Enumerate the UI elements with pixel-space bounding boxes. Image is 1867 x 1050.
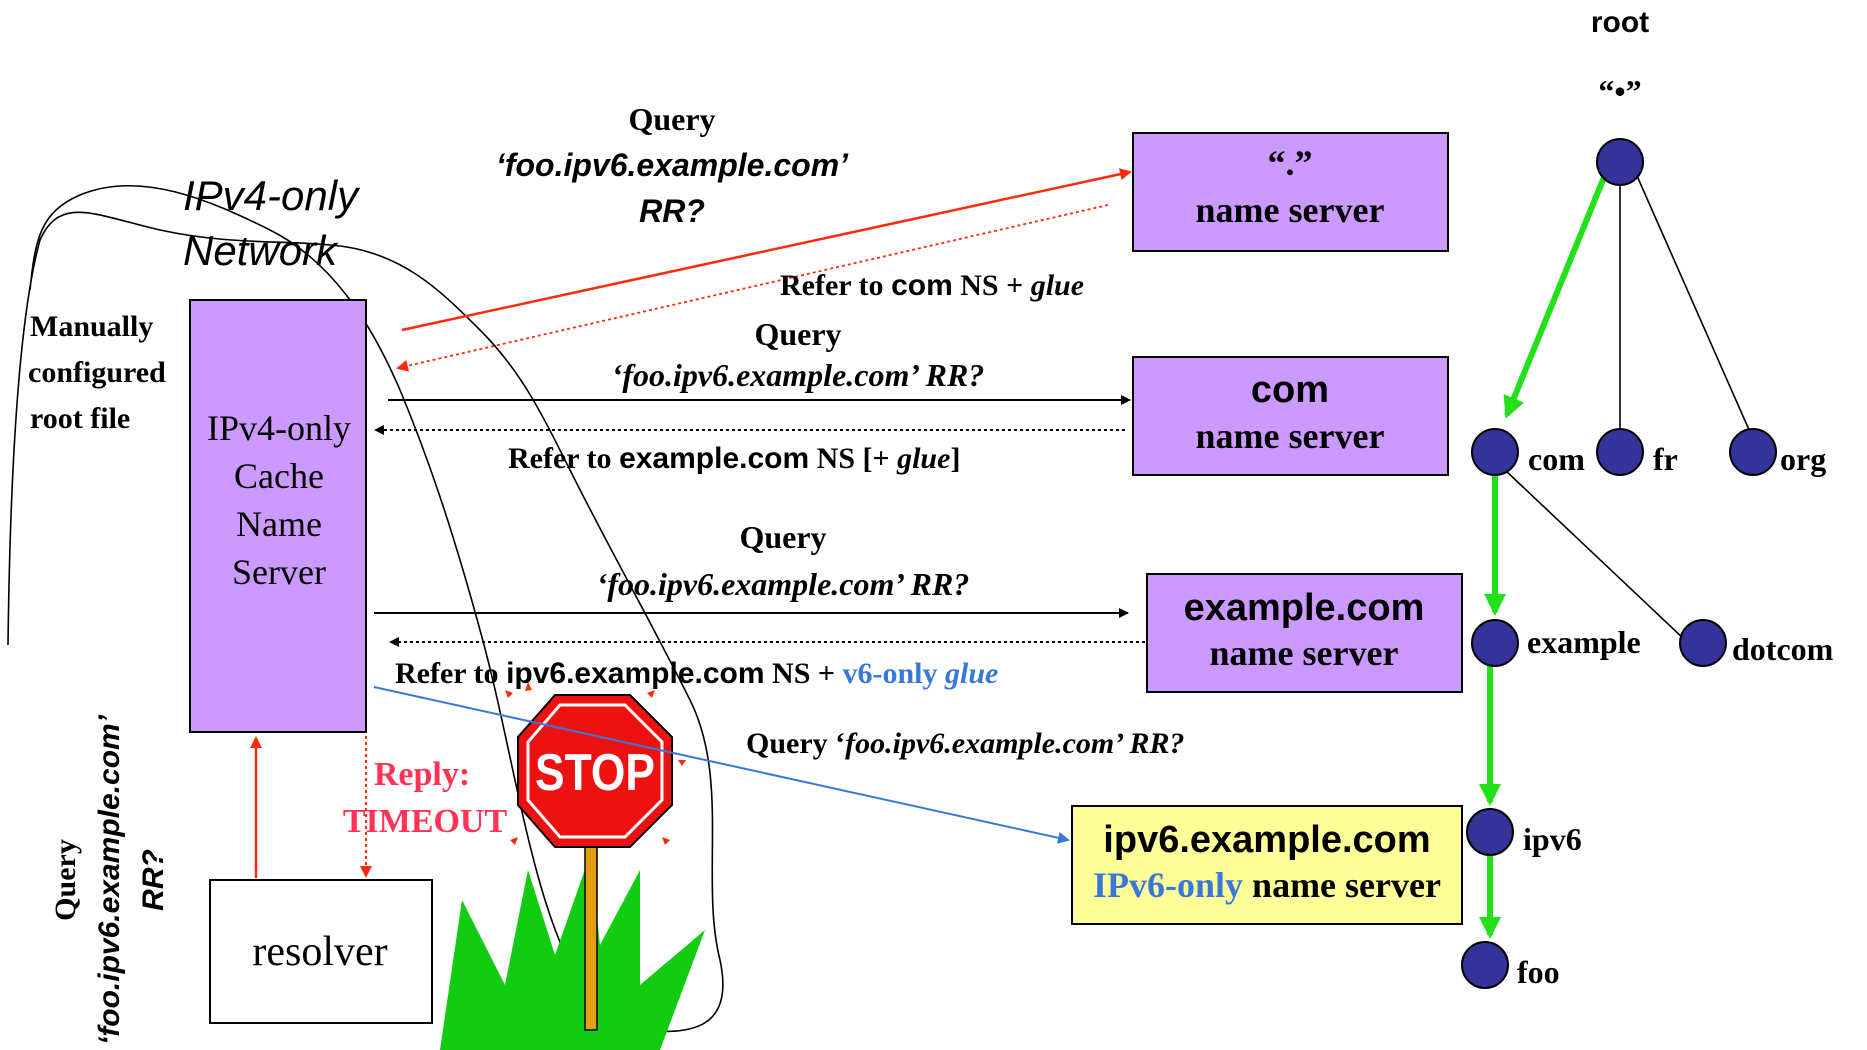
example-name-server-line1: example.com bbox=[1184, 587, 1425, 629]
com-name-server-line2: name server bbox=[1196, 416, 1385, 456]
grass-graphic bbox=[440, 855, 705, 1050]
tree-node-com bbox=[1471, 428, 1519, 476]
cache-name-server-line3: Name bbox=[236, 504, 322, 544]
refer-example-label: Refer to example.com NS [+ glue] bbox=[508, 442, 960, 475]
stop-sign-icon bbox=[517, 694, 673, 848]
tree-label-org: org bbox=[1780, 441, 1826, 477]
stop-sign-label: STOP bbox=[535, 744, 655, 802]
cache-name-server-box bbox=[189, 299, 367, 733]
example-name-server-box bbox=[1146, 573, 1463, 693]
tree-label-com: com bbox=[1528, 441, 1585, 477]
query-example-label-line2: ‘foo.ipv6.example.com’ RR? bbox=[597, 566, 970, 602]
query-root-label-line3: RR? bbox=[639, 193, 705, 229]
tree-label-ipv6: ipv6 bbox=[1523, 821, 1582, 857]
stop-sign-rays bbox=[505, 682, 686, 845]
cache-name-server-line2: Cache bbox=[234, 456, 324, 496]
resolver-label: resolver bbox=[252, 929, 387, 975]
tree-resolution-path bbox=[1479, 168, 1610, 939]
tree-root-dot-label: “•” bbox=[1598, 73, 1641, 109]
tree-node-dotcom bbox=[1679, 619, 1727, 667]
root-name-server-box bbox=[1132, 132, 1449, 252]
root-name-server-line2: name server bbox=[1196, 190, 1385, 230]
client-query-line2: ‘foo.ipv6.example.com’ bbox=[93, 714, 126, 1045]
tree-label-foo: foo bbox=[1517, 954, 1560, 990]
refer-com-label: Refer to com NS + glue bbox=[780, 269, 1084, 302]
root-name-server-line1: “.” bbox=[1268, 143, 1313, 183]
tree-node-fr bbox=[1596, 428, 1644, 476]
tree-label-dotcom: dotcom bbox=[1732, 631, 1834, 667]
refer-com-arrow bbox=[396, 204, 1109, 372]
tree-label-example: example bbox=[1527, 624, 1641, 660]
query-com-label-line2: ‘foo.ipv6.example.com’ RR? bbox=[612, 357, 985, 393]
ipv6-name-server-line1: ipv6.example.com bbox=[1103, 819, 1430, 861]
query-root-label-line2: ‘foo.ipv6.example.com’ bbox=[496, 147, 849, 183]
query-com-label-line1: Query bbox=[754, 316, 841, 352]
com-name-server-box bbox=[1132, 356, 1449, 476]
example-name-server-line2: name server bbox=[1210, 633, 1399, 673]
query-ipv6-arrow bbox=[373, 686, 1070, 844]
tree-node-ipv6 bbox=[1466, 808, 1514, 856]
tree-node-root bbox=[1596, 138, 1644, 186]
com-name-server-line1: com bbox=[1251, 369, 1329, 411]
manual-root-file-line1: Manually bbox=[30, 310, 153, 343]
query-example-label-line1: Query bbox=[739, 519, 826, 555]
timeout-label: TIMEOUT bbox=[343, 803, 508, 840]
tree-root-label: root bbox=[1591, 6, 1649, 39]
cache-name-server-line1: IPv4-only bbox=[207, 408, 351, 448]
resolver-box bbox=[209, 879, 433, 1024]
query-ipv6-label: Query ‘foo.ipv6.example.com’ RR? bbox=[746, 727, 1185, 760]
ipv6-name-server-line2: IPv6-only name server bbox=[1093, 865, 1441, 905]
client-query-line1: Query bbox=[49, 839, 82, 921]
tree-label-fr: fr bbox=[1653, 441, 1678, 477]
tree-nodes bbox=[1461, 138, 1777, 989]
client-query-line3: RR? bbox=[137, 849, 170, 911]
client-query-label: Query ‘foo.ipv6.example.com’ RR? bbox=[49, 714, 170, 1045]
manual-root-file-line3: root file bbox=[30, 402, 130, 435]
ipv6-only-label: IPv6-only bbox=[1093, 865, 1243, 905]
cache-name-server-line4: Server bbox=[232, 552, 326, 592]
query-root-arrow bbox=[401, 168, 1132, 332]
tree-edges bbox=[1504, 159, 1751, 641]
manual-root-file-line2: configured bbox=[28, 356, 166, 389]
tree-node-example bbox=[1471, 619, 1519, 667]
ipv4-network-label-line1: IPv4-only bbox=[183, 172, 361, 219]
tree-node-org bbox=[1729, 428, 1777, 476]
stop-sign-pole bbox=[584, 829, 598, 1031]
ipv4-network-label-line2: Network bbox=[183, 227, 339, 274]
ipv6-name-server-box bbox=[1071, 805, 1463, 925]
reply-label: Reply: bbox=[374, 756, 470, 793]
refer-ipv6-label: Refer to ipv6.example.com NS + v6-only g… bbox=[395, 657, 998, 690]
query-root-label-line1: Query bbox=[628, 101, 715, 137]
ipv4-network-outline bbox=[7, 184, 724, 1033]
tree-node-foo bbox=[1461, 941, 1509, 989]
ipv6-name-server-suffix: name server bbox=[1243, 865, 1441, 905]
